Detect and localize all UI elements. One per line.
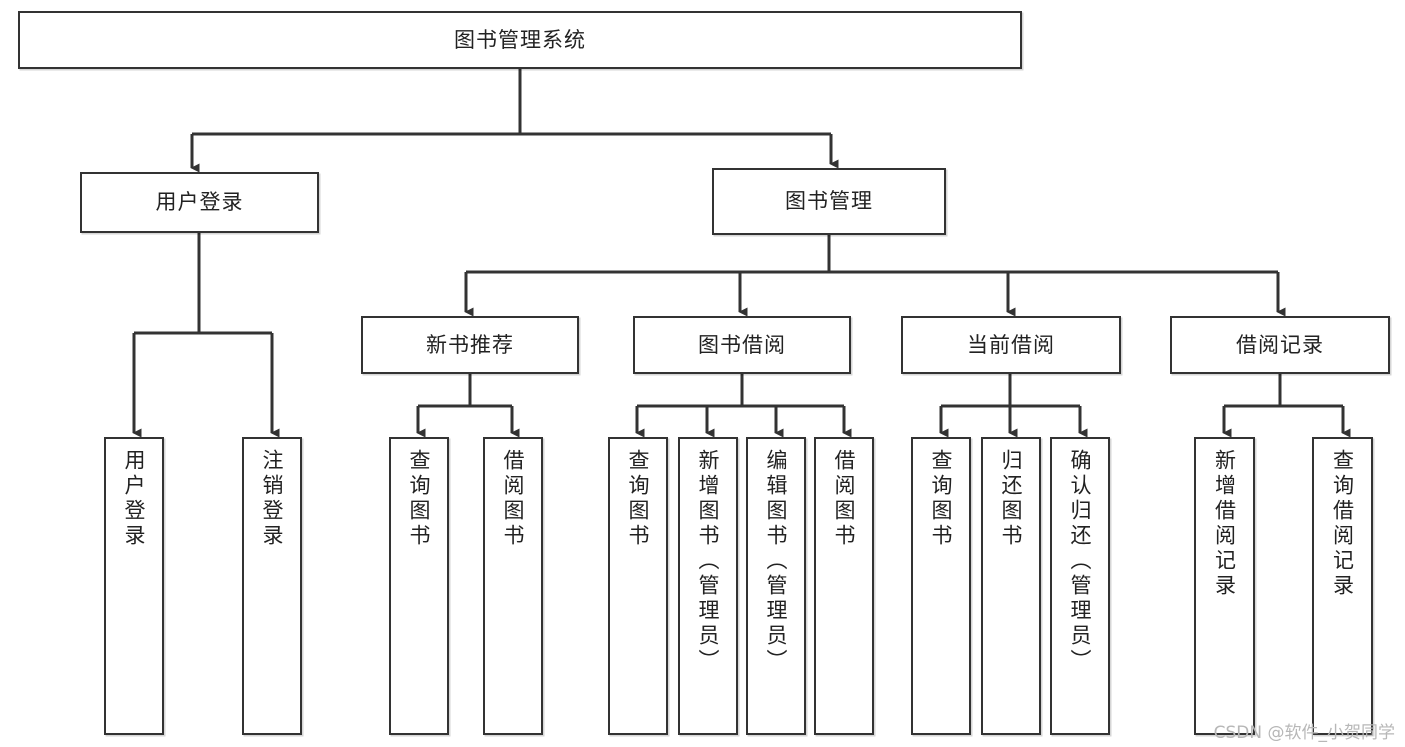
node-book-manage[interactable]: 图书管理 xyxy=(712,168,946,235)
node-leaf-query-book-borrow[interactable]: 查询图书 xyxy=(608,437,668,735)
node-borrow-record-label: 借阅记录 xyxy=(1236,332,1324,357)
node-current-borrow-label: 当前借阅 xyxy=(967,332,1055,357)
watermark-text: CSDN @软件_小贺同学 xyxy=(1213,723,1395,743)
node-leaf-query-book-cur[interactable]: 查询图书 xyxy=(911,437,971,735)
node-leaf-borrow-book[interactable]: 借阅图书 xyxy=(814,437,874,735)
node-leaf-add-record[interactable]: 新增借阅记录 xyxy=(1194,437,1255,735)
node-leaf-edit-book[interactable]: 编辑图书（管理员） xyxy=(746,437,806,735)
node-leaf-logout-label: 注销登录 xyxy=(260,449,285,549)
node-leaf-confirm-return-label: 确认归还（管理员） xyxy=(1068,449,1093,674)
node-book-manage-label: 图书管理 xyxy=(785,189,873,214)
node-leaf-logout[interactable]: 注销登录 xyxy=(242,437,302,735)
node-leaf-return-book[interactable]: 归还图书 xyxy=(981,437,1041,735)
node-leaf-edit-book-label: 编辑图书（管理员） xyxy=(764,449,789,674)
node-leaf-borrow-book-rec-label: 借阅图书 xyxy=(501,449,526,549)
node-leaf-query-book-rec[interactable]: 查询图书 xyxy=(389,437,449,735)
node-leaf-return-book-label: 归还图书 xyxy=(999,449,1024,549)
node-leaf-query-book-rec-label: 查询图书 xyxy=(407,449,432,549)
node-root-label: 图书管理系统 xyxy=(454,27,586,52)
node-new-book-recommend[interactable]: 新书推荐 xyxy=(361,316,579,374)
node-leaf-query-record[interactable]: 查询借阅记录 xyxy=(1312,437,1373,735)
node-leaf-add-book-label: 新增图书（管理员） xyxy=(696,449,721,674)
node-leaf-borrow-book-label: 借阅图书 xyxy=(832,449,857,549)
node-leaf-confirm-return[interactable]: 确认归还（管理员） xyxy=(1050,437,1110,735)
node-book-borrow[interactable]: 图书借阅 xyxy=(633,316,851,374)
node-book-borrow-label: 图书借阅 xyxy=(698,332,786,357)
node-leaf-user-login[interactable]: 用户登录 xyxy=(104,437,164,735)
node-borrow-record[interactable]: 借阅记录 xyxy=(1170,316,1390,374)
node-user-login[interactable]: 用户登录 xyxy=(80,172,319,233)
node-leaf-add-book[interactable]: 新增图书（管理员） xyxy=(678,437,738,735)
node-leaf-query-book-borrow-label: 查询图书 xyxy=(626,449,651,549)
node-new-book-recommend-label: 新书推荐 xyxy=(426,332,514,357)
node-root[interactable]: 图书管理系统 xyxy=(18,11,1022,69)
node-leaf-borrow-book-rec[interactable]: 借阅图书 xyxy=(483,437,543,735)
node-user-login-label: 用户登录 xyxy=(155,190,244,215)
node-current-borrow[interactable]: 当前借阅 xyxy=(901,316,1121,374)
node-leaf-user-login-label: 用户登录 xyxy=(122,449,147,549)
node-leaf-query-book-cur-label: 查询图书 xyxy=(929,449,954,549)
node-leaf-query-record-label: 查询借阅记录 xyxy=(1330,449,1355,599)
node-leaf-add-record-label: 新增借阅记录 xyxy=(1212,449,1237,599)
